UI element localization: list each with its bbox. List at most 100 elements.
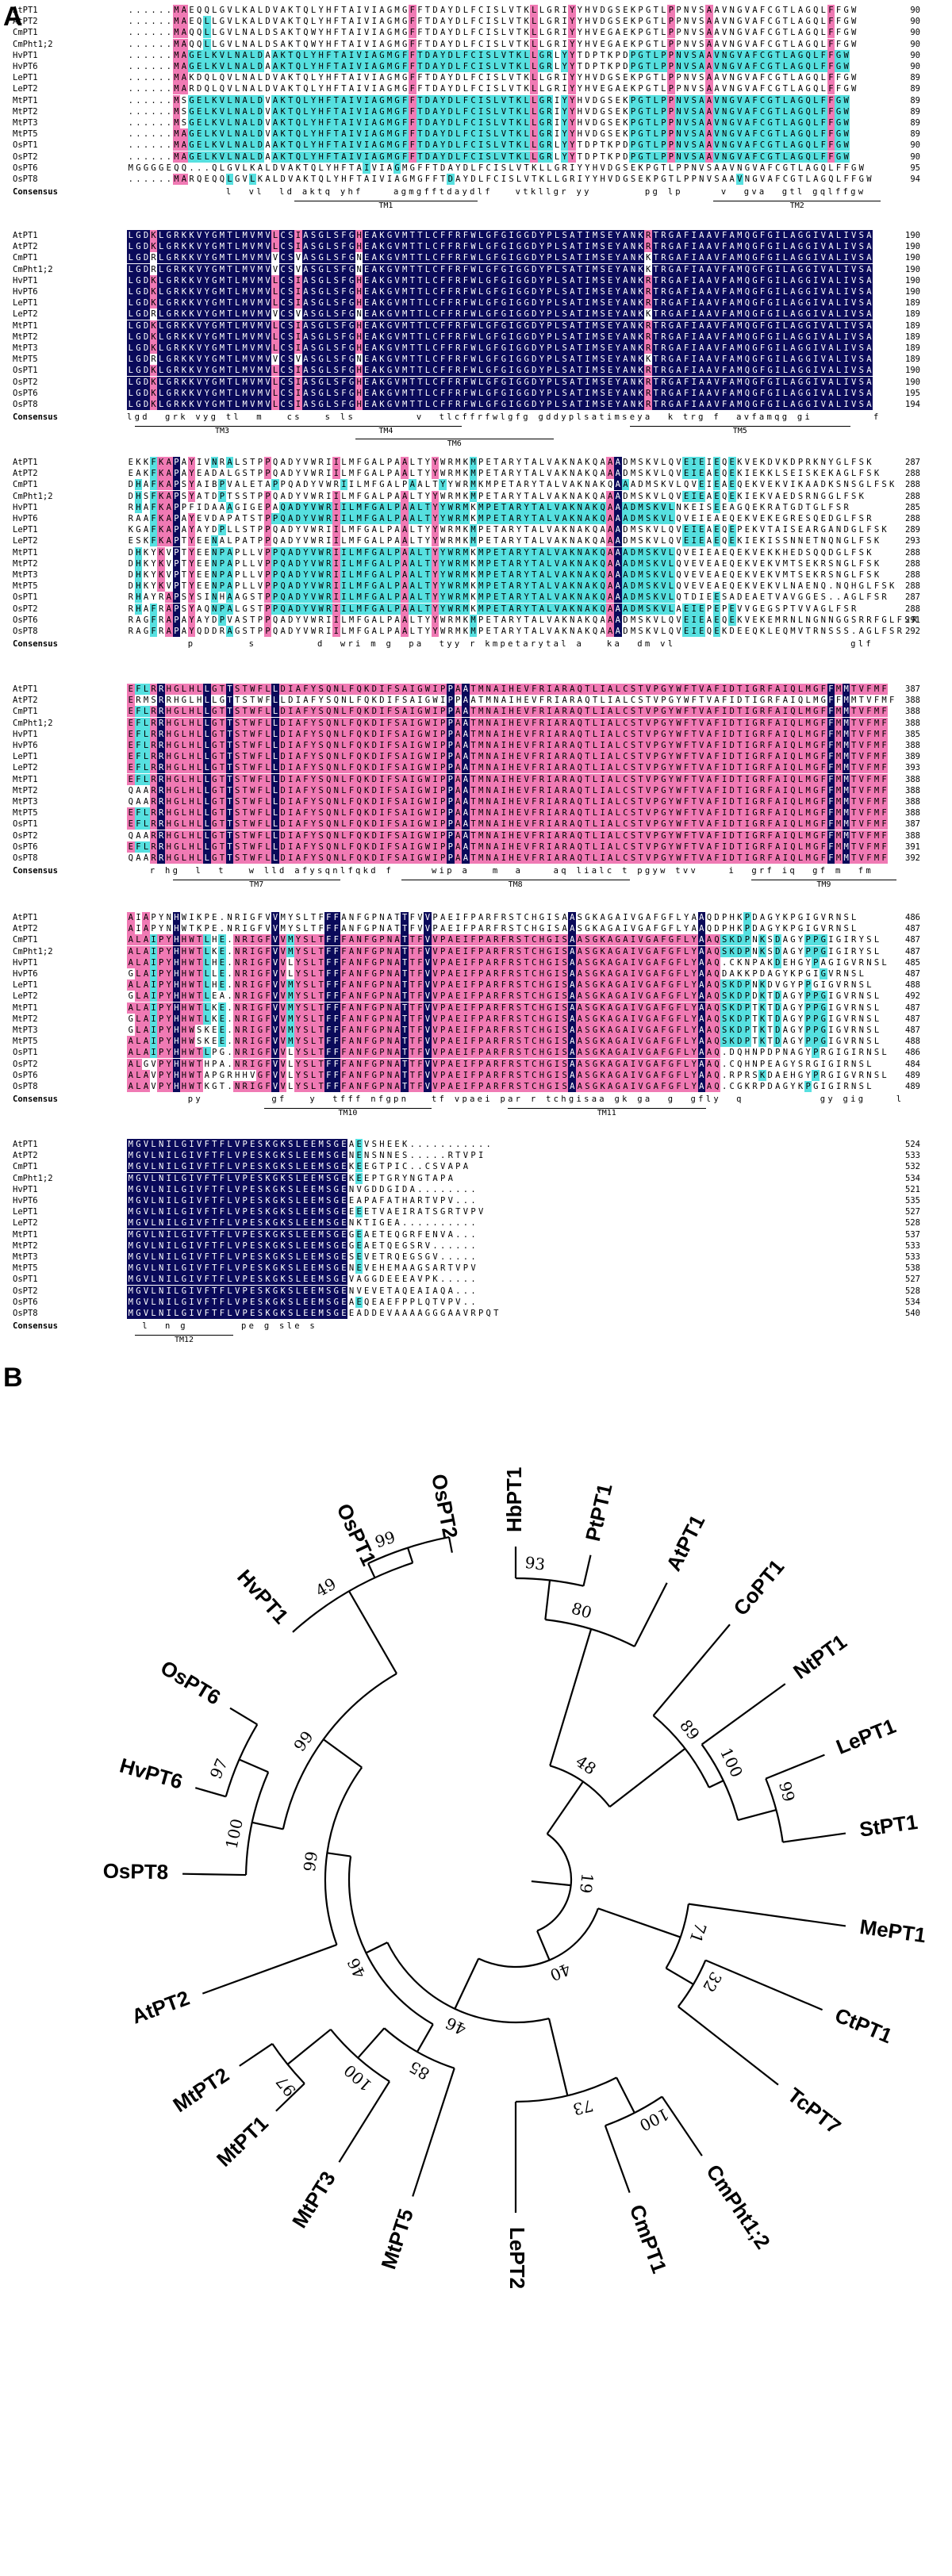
sequence-name: OsPT2 [13,151,38,162]
transmembrane-domain-marker: TM9 [751,878,896,892]
tree-arc [605,2095,663,2127]
bootstrap-value: 46 [443,2013,469,2039]
sequence-name: OsPT1 [13,1275,38,1285]
residue-position: 385 [905,729,920,739]
tree-arc [282,1673,397,1830]
sequence-name: HvPT6 [13,741,38,750]
sequence-name: LePT1 [13,980,38,991]
bootstrap-value: 100 [221,1817,247,1850]
taxon-label: CoPT1 [728,1554,789,1620]
taxon-label: OsPT8 [102,1859,168,1884]
sequence-name: AtPT1 [13,684,38,694]
taxon-label: OsPT6 [156,1655,225,1709]
tree-branch [701,1683,786,1746]
residue-position: 487 [905,946,920,956]
tm-label: TM2 [789,201,804,211]
tree-branch [582,1554,592,1586]
residue-position: 388 [905,797,920,807]
sequence-name: AtPT2 [13,242,38,252]
bootstrap-value: 40 [547,1960,574,1985]
residue-position: 190 [905,366,920,376]
bootstrap-value: 97 [272,2072,300,2100]
bootstrap-value: 19 [576,1873,597,1895]
tree-branch [661,2095,703,2156]
residue-position: 489 [905,1070,920,1080]
sequence-name: LePT2 [13,763,38,773]
residue-position: 389 [905,752,920,762]
residue-position: 387 [905,819,920,830]
tree-arc [765,1778,784,1842]
sequence-name: MtPT2 [13,1014,38,1024]
tm-label: TM1 [378,201,393,211]
sequence-name: OsPT1 [13,592,38,603]
sequence-name: OsPT8 [13,174,38,184]
residue-position: 487 [905,1002,920,1013]
tree-branch [531,1880,571,1887]
sequence-name: CmPht1;2 [13,264,53,274]
sequence-name: LePT2 [13,1218,38,1229]
tree-branch [323,1738,363,1769]
sequence-name: MtPT3 [13,1025,38,1035]
panel-a-label: A [3,2,23,32]
tree-branch [666,1967,694,1985]
residue-position: 90 [910,62,920,71]
tree-branch [737,1808,777,1822]
sequence-name: CmPht1;2 [13,39,53,49]
sequence-name: CmPht1;2 [13,946,53,956]
taxon-label: CtPT1 [831,2003,896,2048]
tree-branch [202,1944,337,1995]
tree-arc [367,1536,450,1565]
residue-position: 288 [905,558,920,569]
tree-branch [286,2028,332,2065]
transmembrane-domain-marker: TM8 [401,878,630,892]
taxon-label: TcPT7 [783,2083,845,2138]
tree-arc [652,1715,710,1788]
sequence-name: MtPT5 [13,808,38,818]
